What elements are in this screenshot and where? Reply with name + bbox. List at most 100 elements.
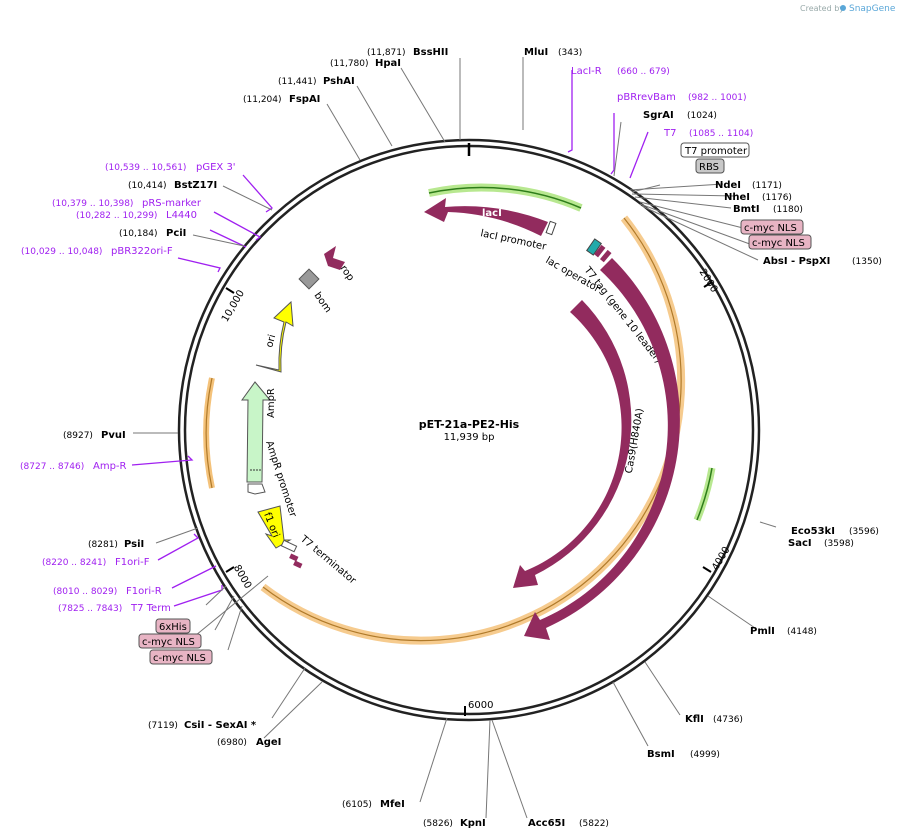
svg-text:L4440: L4440 (166, 210, 197, 221)
primer-f1ori-r[interactable]: (8010 .. 8029)F1ori-R (53, 586, 162, 597)
primer-laci-r[interactable]: LacI-R(660 .. 679) (571, 66, 670, 77)
cas9-halo-line (262, 217, 682, 642)
site-kfli[interactable]: KflI(4736) (685, 714, 743, 725)
cmyc3-box[interactable]: c-myc NLS (138, 633, 202, 649)
svg-text:(1085 .. 1104): (1085 .. 1104) (689, 129, 753, 139)
primer-amp-r[interactable]: (8727 .. 8746)Amp-R (20, 461, 127, 472)
site-mfei[interactable]: (6105) MfeI (342, 799, 405, 810)
primer-prs-marker[interactable]: (10,379 .. 10,398) pRS-marker (52, 198, 202, 209)
cas9-label: Cas9 (692, 448, 708, 477)
ori-label: ori (264, 333, 278, 348)
svg-text:Eco53kI: Eco53kI (791, 526, 835, 537)
svg-text:(10,379 .. 10,398): (10,379 .. 10,398) (52, 199, 133, 209)
svg-text:(10,184): (10,184) (119, 229, 158, 239)
cmyc4-box[interactable]: c-myc NLS (149, 649, 213, 665)
svg-text:(6105): (6105) (342, 800, 372, 810)
primer-f1ori-f[interactable]: (8220 .. 8241)F1ori-F (42, 557, 150, 568)
svg-text:Amp-R: Amp-R (93, 461, 127, 472)
ampr-arrow[interactable] (241, 381, 272, 483)
ori-arrow[interactable] (255, 300, 294, 373)
svg-text:(10,539 .. 10,561): (10,539 .. 10,561) (105, 163, 186, 173)
site-pcii[interactable]: (10,184)PciI (119, 228, 186, 239)
svg-text:c-myc NLS: c-myc NLS (142, 637, 195, 648)
svg-text:HpaI: HpaI (375, 58, 401, 69)
primer-t7[interactable]: T7(1085 .. 1104) (663, 128, 753, 139)
svg-text:BmtI: BmtI (733, 204, 760, 215)
svg-text:AgeI: AgeI (256, 737, 281, 748)
6xhis-box[interactable]: 6xHis (155, 618, 191, 634)
svg-text:c-myc NLS: c-myc NLS (752, 238, 805, 249)
svg-text:(1176): (1176) (762, 193, 792, 203)
svg-text:(982 .. 1001): (982 .. 1001) (688, 93, 747, 103)
site-bsshii[interactable]: (11,871)BssHII (367, 47, 448, 58)
primer-pbr322ori-f[interactable]: (10,029 .. 10,048)pBR322ori-F (21, 246, 173, 257)
primer-t7-term[interactable]: (7825 .. 7843)T7 Term (58, 603, 171, 614)
site-csii[interactable]: (7119)CsiI - SexAI * (148, 720, 257, 731)
site-acc65i[interactable]: Acc65I(5822) (528, 818, 609, 829)
credit-prefix: Created by (800, 4, 844, 13)
site-kpni[interactable]: (5826)KpnI (423, 818, 486, 829)
svg-text:pRS-marker: pRS-marker (142, 198, 202, 209)
site-sgrai[interactable]: SgrAI(1024) (643, 110, 717, 121)
site-saci[interactable]: SacI(3598) (788, 538, 854, 549)
rbs-marker (599, 249, 612, 263)
svg-text:PmlI: PmlI (750, 626, 775, 637)
svg-text:(11,204): (11,204) (243, 95, 282, 105)
h840a-marker (612, 504, 621, 509)
svg-text:NdeI: NdeI (715, 180, 741, 191)
primer-pbrrevbam[interactable]: pBRrevBam(982 .. 1001) (617, 92, 747, 103)
site-mlui[interactable]: MluI(343) (524, 47, 582, 58)
svg-text:(5822): (5822) (579, 819, 609, 829)
site-agei[interactable]: (6980)AgeI (217, 737, 281, 748)
ampr-promoter-label: AmpR promoter (263, 440, 298, 520)
t7term-marker (280, 539, 298, 553)
site-hpai[interactable]: (11,780)HpaI (330, 58, 401, 69)
svg-text:(11,441): (11,441) (278, 77, 317, 87)
site-pmli[interactable]: PmlI(4148) (750, 626, 817, 637)
tick-label-10000: 10,000 (220, 288, 247, 324)
svg-text:PvuI: PvuI (101, 430, 126, 441)
svg-text:(1024): (1024) (687, 111, 717, 121)
cmyc2-box[interactable]: c-myc NLS (748, 234, 812, 250)
primer-pgex3[interactable]: (10,539 .. 10,561)pGEX 3' (105, 162, 236, 173)
cas9-h840a-arrow[interactable] (513, 300, 632, 588)
svg-text:T7 promoter: T7 promoter (684, 146, 748, 157)
lac-operator-marker (586, 238, 602, 256)
laci-arrow[interactable] (424, 198, 548, 236)
cas9-arrow[interactable] (524, 258, 680, 640)
svg-text:BstZ17I: BstZ17I (174, 180, 217, 191)
site-bstz17i[interactable]: (10,414)BstZ17I (128, 180, 217, 191)
rbs-box[interactable]: RBS (695, 158, 725, 174)
svg-text:BsmI: BsmI (647, 749, 675, 760)
cmyc1-box[interactable]: c-myc NLS (740, 219, 804, 235)
site-pshai[interactable]: (11,441)PshAI (278, 76, 355, 87)
site-absi[interactable]: AbsI - PspXI(1350) (763, 256, 882, 267)
site-ndei[interactable]: NdeI(1171) (715, 180, 782, 191)
site-nhei[interactable]: NheI(1176) (724, 192, 792, 203)
svg-text:F1ori-R: F1ori-R (126, 586, 162, 597)
tick-10000: 10,000 (220, 287, 247, 324)
site-bsmi[interactable]: BsmI(4999) (647, 749, 720, 760)
site-fspai[interactable]: (11,204) FspAI (243, 94, 320, 105)
site-eco53ki[interactable]: Eco53kI (3596) (791, 526, 879, 537)
svg-text:(7825 .. 7843): (7825 .. 7843) (58, 604, 122, 614)
svg-text:MfeI: MfeI (380, 799, 405, 810)
t7-promoter-box[interactable]: T7 promoter (680, 142, 750, 158)
rop-arrow[interactable] (324, 246, 345, 270)
tick-label-2000: 2000 (697, 267, 720, 294)
svg-text:(3596): (3596) (849, 527, 879, 537)
site-bmti[interactable]: BmtI (1180) (733, 204, 803, 215)
svg-text:CsiI - SexAI *: CsiI - SexAI * (184, 720, 257, 731)
plasmid-size: 11,939 bp (444, 432, 495, 443)
laci-label: lacI (482, 208, 502, 219)
site-psii[interactable]: (8281)PsiI (88, 539, 144, 550)
primer-marks (131, 70, 649, 607)
svg-text:(5826): (5826) (423, 819, 453, 829)
svg-text:FspAI: FspAI (289, 94, 320, 105)
svg-text:(1180): (1180) (773, 205, 803, 215)
ampr-halo-line (205, 377, 213, 489)
ampr-label: AmpR (266, 388, 277, 418)
svg-text:KflI: KflI (685, 714, 704, 725)
site-pvui[interactable]: (8927)PvuI (63, 430, 126, 441)
primer-l4440[interactable]: (10,282 .. 10,299)L4440 (76, 210, 197, 221)
